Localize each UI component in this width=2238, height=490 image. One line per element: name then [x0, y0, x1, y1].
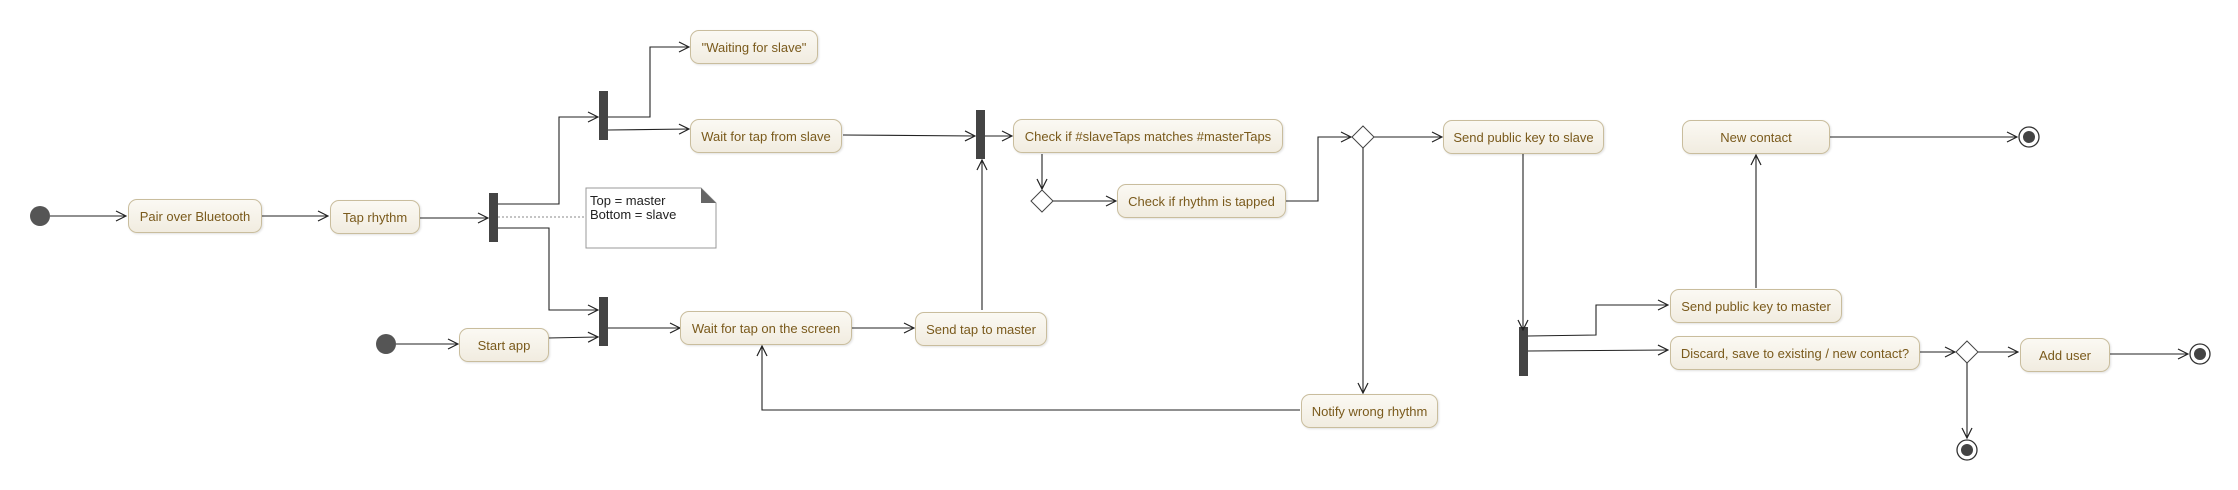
- action-send-key-to-slave: Send public key to slave: [1443, 120, 1604, 154]
- final-node: [2189, 343, 2211, 365]
- edge: [1286, 137, 1351, 202]
- decision-diamond: [1955, 340, 1979, 364]
- action-wait-tap-from-slave: Wait for tap from slave: [690, 119, 842, 153]
- edge: [498, 117, 598, 205]
- action-pair-over-bluetooth: Pair over Bluetooth: [128, 199, 262, 233]
- final-node: [2018, 126, 2040, 148]
- action-send-key-to-master: Send public key to master: [1670, 289, 1842, 323]
- edge: [842, 135, 975, 136]
- fork-bar: [489, 193, 498, 242]
- join-bar: [599, 297, 608, 346]
- edge: [607, 129, 689, 130]
- action-check-slave-taps: Check if #slaveTaps matches #masterTaps: [1013, 119, 1283, 153]
- initial-node: [30, 206, 50, 226]
- fork-bar: [1519, 327, 1528, 376]
- edge: [547, 337, 598, 338]
- edge: [1527, 305, 1668, 337]
- edge: [608, 47, 689, 118]
- action-discard-save-contact: Discard, save to existing / new contact?: [1670, 336, 1920, 370]
- action-wait-tap-on-screen: Wait for tap on the screen: [680, 311, 852, 345]
- initial-node: [376, 334, 396, 354]
- action-add-user: Add user: [2020, 338, 2110, 372]
- edge: [1527, 350, 1668, 351]
- note-shape: [585, 187, 717, 249]
- action-new-contact: New contact: [1682, 120, 1830, 154]
- note-line: Top = master: [590, 193, 666, 208]
- action-notify-wrong-rhythm: Notify wrong rhythm: [1301, 394, 1438, 428]
- action-check-rhythm-tapped: Check if rhythm is tapped: [1117, 184, 1286, 218]
- join-bar: [976, 110, 985, 159]
- fork-bar: [599, 91, 608, 140]
- action-send-tap-to-master: Send tap to master: [915, 312, 1047, 346]
- note: Top = master Bottom = slave: [587, 189, 699, 239]
- final-node: [1956, 439, 1978, 461]
- edge: [498, 227, 598, 310]
- decision-diamond: [1030, 189, 1054, 213]
- action-start-app: Start app: [459, 328, 549, 362]
- edge: [762, 346, 1300, 411]
- action-tap-rhythm: Tap rhythm: [330, 200, 420, 234]
- action-waiting-for-slave: "Waiting for slave": [690, 30, 818, 64]
- merge-diamond: [1351, 125, 1375, 149]
- note-line: Bottom = slave: [590, 207, 677, 222]
